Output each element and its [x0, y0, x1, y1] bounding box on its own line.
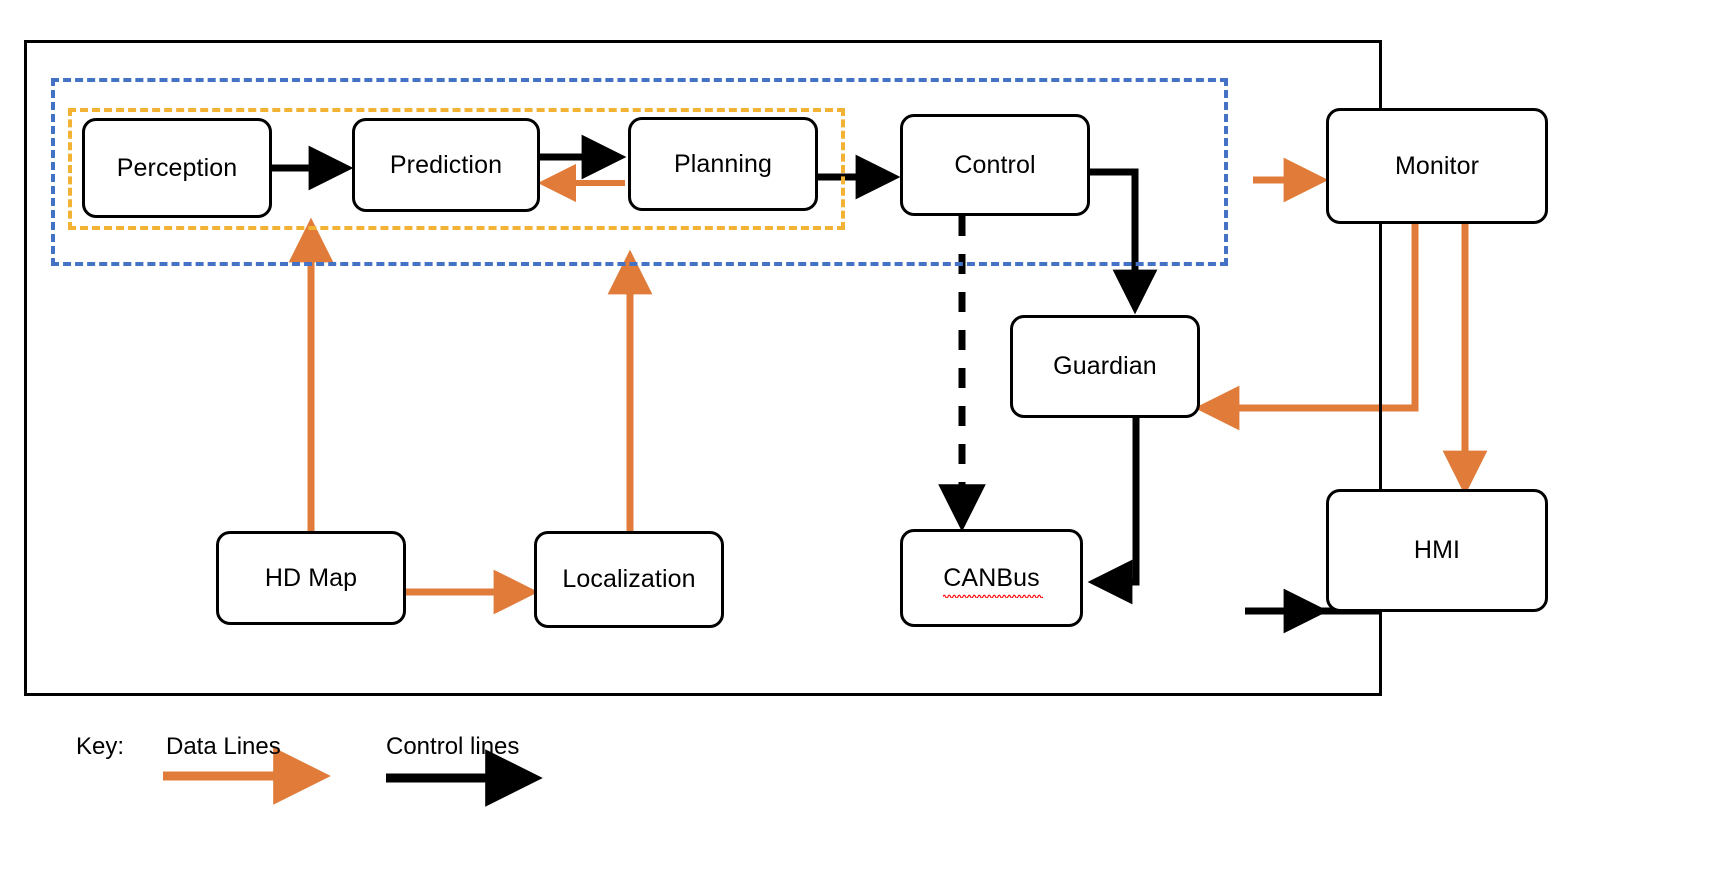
- node-canbus[interactable]: CANBus: [900, 529, 1083, 627]
- node-hmi[interactable]: HMI: [1326, 489, 1548, 612]
- node-hmi-label: HMI: [1413, 536, 1461, 564]
- node-monitor[interactable]: Monitor: [1326, 108, 1548, 224]
- key-control-lines-label: Control lines: [386, 733, 520, 760]
- node-prediction[interactable]: Prediction: [352, 118, 540, 212]
- node-hd-map-label: HD Map: [264, 563, 358, 592]
- node-prediction-label: Prediction: [389, 150, 503, 179]
- node-perception[interactable]: Perception: [82, 118, 272, 218]
- node-canbus-text: CANBus: [943, 563, 1040, 592]
- node-planning[interactable]: Planning: [628, 117, 818, 211]
- node-monitor-label: Monitor: [1394, 151, 1480, 180]
- node-perception-label: Perception: [116, 153, 238, 182]
- node-canbus-label: CANBus: [943, 563, 1040, 592]
- node-localization-label: Localization: [562, 565, 696, 593]
- node-guardian-label: Guardian: [1053, 352, 1157, 380]
- node-control-label: Control: [954, 150, 1036, 179]
- edge-monitor-to-guardian: [1194, 224, 1419, 431]
- node-localization[interactable]: Localization: [534, 531, 724, 628]
- node-guardian[interactable]: Guardian: [1010, 315, 1200, 418]
- node-planning-label: Planning: [673, 149, 773, 178]
- spellcheck-squiggle-icon: [943, 593, 1043, 598]
- edge-guardian-to-canbus: [1087, 418, 1140, 605]
- edge-control-to-guardian: [1090, 168, 1158, 315]
- key-label: Key:: [76, 733, 125, 760]
- node-control[interactable]: Control: [900, 114, 1090, 216]
- node-hd-map[interactable]: HD Map: [216, 531, 406, 625]
- key-data-lines-label: Data Lines: [166, 733, 281, 760]
- system-boundary-frame: [24, 40, 1382, 696]
- group-boundary-yellow-dashed: [68, 108, 845, 230]
